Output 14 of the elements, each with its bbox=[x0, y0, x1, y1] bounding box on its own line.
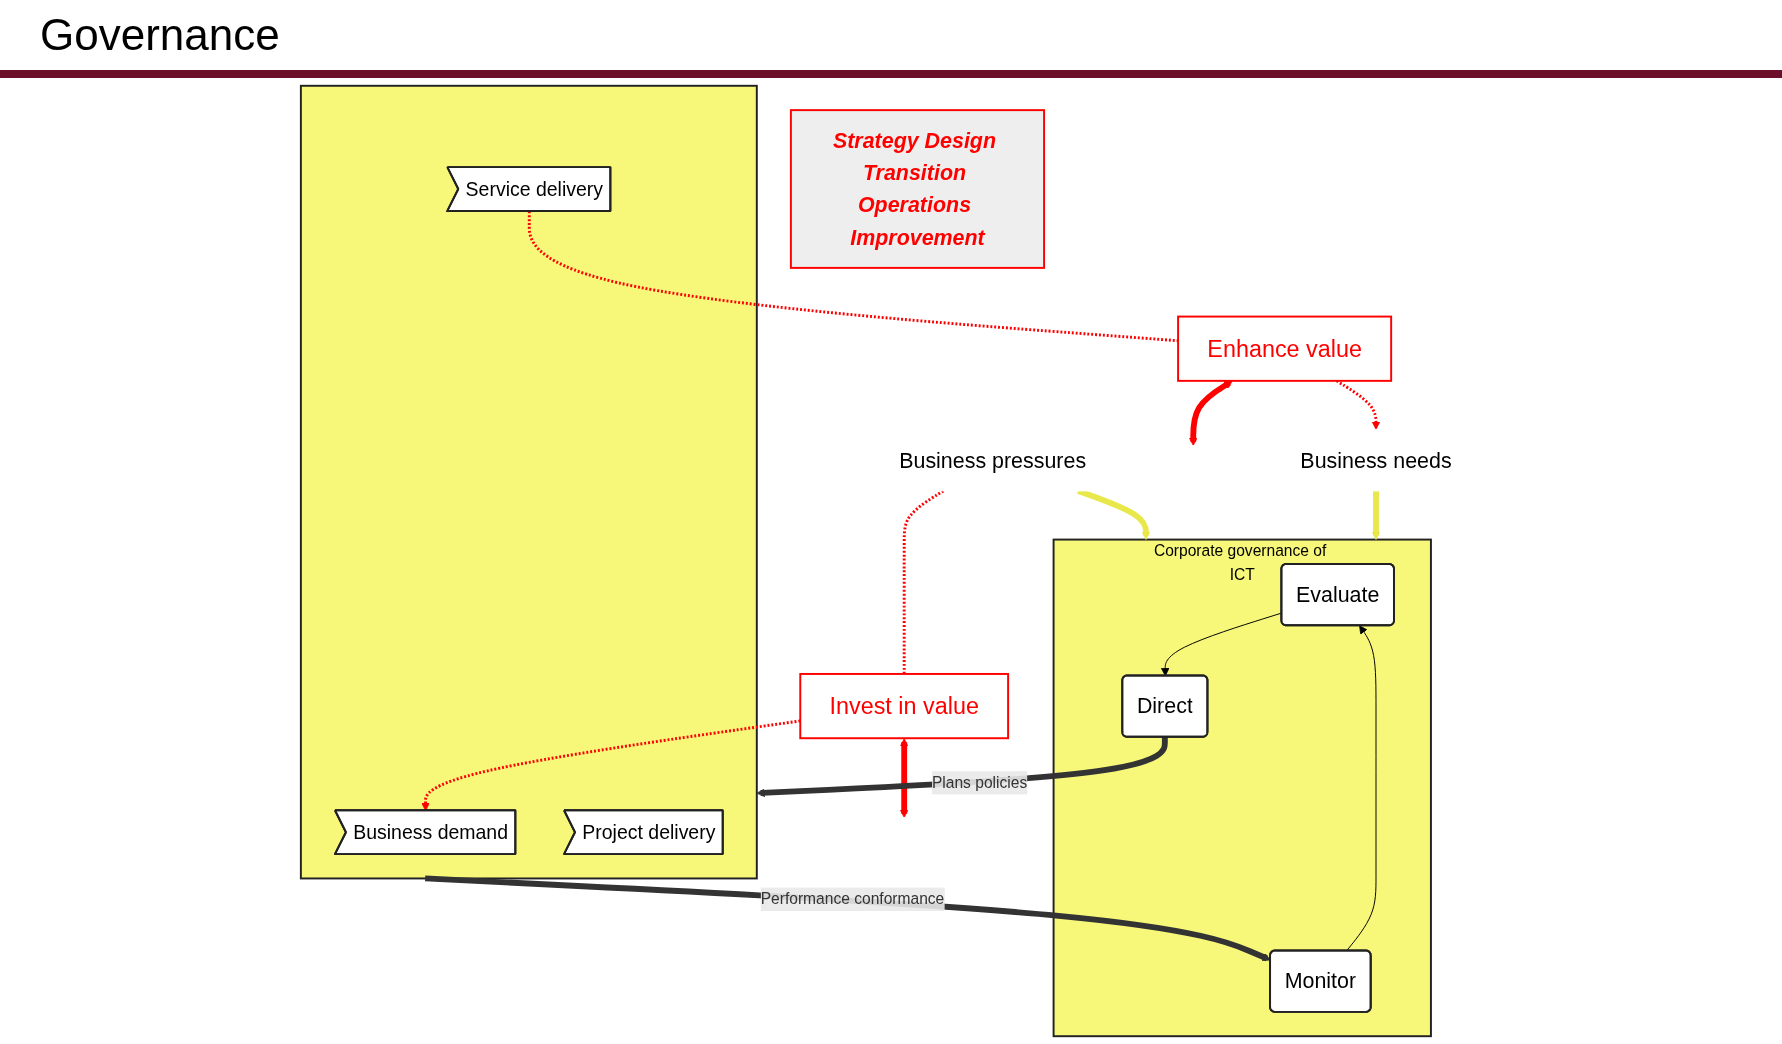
arrow bbox=[1371, 490, 1381, 540]
arrow bbox=[1189, 380, 1233, 446]
arrow bbox=[1336, 379, 1381, 430]
edge-label: Plans policies bbox=[932, 774, 1028, 791]
edge-label: Performance conformance bbox=[760, 890, 945, 908]
connector bbox=[902, 489, 945, 674]
title: Governance bbox=[40, 10, 280, 60]
node-box: Strategy Design Transition Operations Improvement bbox=[790, 109, 1046, 269]
node-box: Invest in value bbox=[799, 673, 1010, 740]
node-text: Business needs bbox=[1300, 448, 1452, 473]
node-text: Business pressures bbox=[899, 448, 1087, 473]
cluster bbox=[300, 84, 758, 880]
arrow bbox=[900, 738, 909, 818]
node-box: Enhance value bbox=[1177, 315, 1393, 382]
